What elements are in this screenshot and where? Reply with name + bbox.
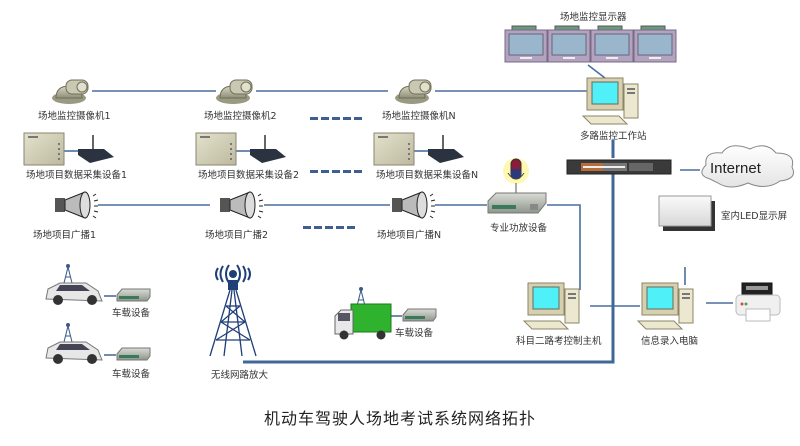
camera-label: 场地监控摄像机2 xyxy=(204,111,277,122)
camera-label: 场地监控摄像机1 xyxy=(38,111,111,122)
wireless-tower-label: 无线网路放大 xyxy=(211,370,269,381)
camera-icon xyxy=(395,79,432,104)
data-collector-icon xyxy=(23,132,114,166)
ellipsis-dash-cameras xyxy=(310,117,362,120)
info-pc-label: 信息录入电脑 xyxy=(641,336,699,347)
ellipsis-dash-broadcasts xyxy=(303,226,355,229)
vehicle-device-icon xyxy=(402,308,437,322)
broadcast-label: 场地项目广播N xyxy=(377,230,442,241)
workstation-pc-icon xyxy=(581,77,639,125)
display-wall-screen xyxy=(590,25,634,63)
vehicle-device-label: 车载设备 xyxy=(395,328,434,339)
data-collector-label: 场地项目数据采集设备N xyxy=(376,170,479,181)
data-collector-icon xyxy=(195,132,286,166)
speaker-icon xyxy=(392,191,436,219)
display-wall-screen xyxy=(633,25,677,63)
amplifier-label: 专业功放设备 xyxy=(490,223,548,234)
speaker-icon xyxy=(55,191,99,219)
backbone-switch-tower xyxy=(243,174,615,364)
display-wall-screen xyxy=(547,25,591,63)
broadcast-label: 场地项目广播1 xyxy=(33,230,97,241)
backbone xyxy=(243,140,615,364)
data-collector-icon xyxy=(373,132,464,166)
link-amplifier-control-host xyxy=(547,204,581,290)
amplifier-icon xyxy=(487,158,547,214)
camera-icon xyxy=(216,79,253,104)
vehicle-device-label: 车载设备 xyxy=(112,308,151,319)
vehicle-device-label: 车载设备 xyxy=(112,369,151,380)
wireless-tower-icon xyxy=(209,264,257,357)
links xyxy=(64,64,733,356)
diagram-title: 机动车驾驶人场地考试系统网络拓扑 xyxy=(263,409,536,428)
internet-label: Internet xyxy=(710,160,761,177)
broadcast-label: 场地项目广播2 xyxy=(205,230,269,241)
camera-label: 场地监控摄像机N xyxy=(382,111,456,122)
data-collector-label: 场地项目数据采集设备1 xyxy=(26,170,128,181)
printer-icon xyxy=(735,282,781,322)
camera-icon xyxy=(52,79,89,104)
led-screen-label: 室内LED显示屏 xyxy=(721,211,788,222)
speaker-icon xyxy=(220,191,264,219)
link-displaywall-workstation xyxy=(587,64,606,79)
info-pc-icon xyxy=(636,282,694,330)
car-icon xyxy=(45,264,103,305)
display-wall-screen xyxy=(504,25,548,63)
control-host-label: 科目二路考控制主机 xyxy=(516,336,602,347)
truck-icon xyxy=(334,287,392,340)
vehicle-device-icon xyxy=(116,288,151,302)
ellipsis-dash-collectors xyxy=(310,170,362,173)
internet-cloud-icon xyxy=(701,145,794,188)
data-collector-label: 场地项目数据采集设备2 xyxy=(198,170,300,181)
control-host-pc-icon xyxy=(522,282,580,330)
led-screen-icon xyxy=(658,195,715,231)
car-icon xyxy=(45,323,103,364)
workstation-label: 多路监控工作站 xyxy=(580,131,647,142)
display-wall xyxy=(504,25,677,63)
display-wall-label: 场地监控显示器 xyxy=(560,12,627,23)
switch-icon xyxy=(566,159,672,175)
vehicle-device-icon xyxy=(116,347,151,361)
